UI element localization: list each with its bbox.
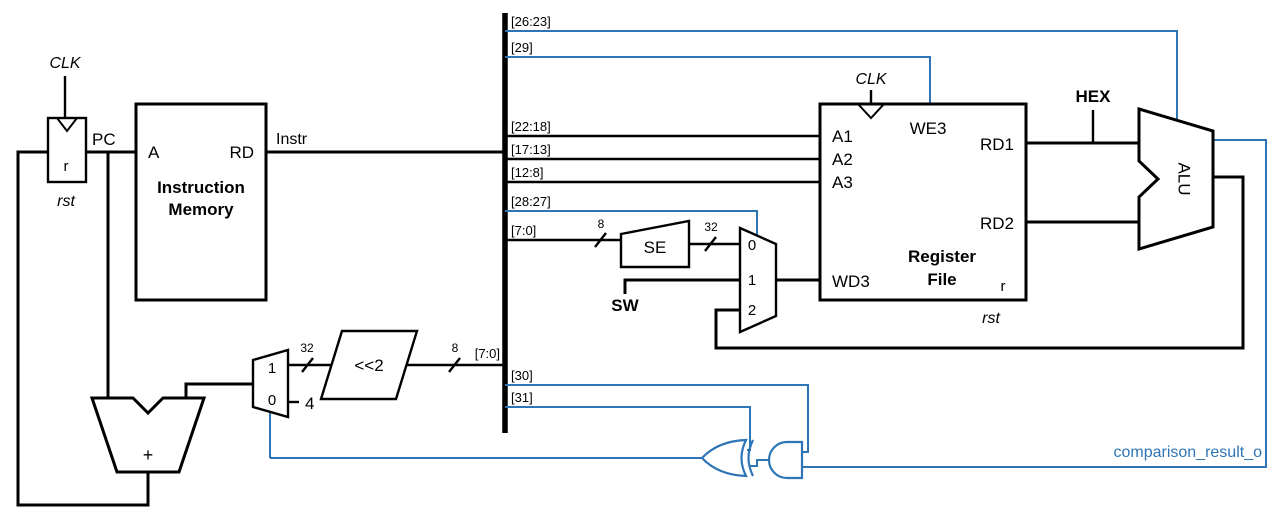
se-out-width: 32 (704, 220, 718, 234)
wire-pc-loop (16, 150, 150, 507)
pc-adder-shape (89, 396, 207, 474)
bus-width-slash-se-out (704, 236, 717, 252)
instr-label: Instr (276, 131, 308, 148)
wires (16, 13, 1267, 507)
wd3-mux-shape (738, 226, 778, 334)
slice-31-label: [31] (511, 390, 533, 405)
rst-label-pc: rst (57, 193, 75, 210)
xor-gate-input-arc (747, 439, 754, 477)
wire-slice-29 (505, 56, 931, 104)
shift-label: <<2 (354, 356, 383, 375)
bus-width-slash-se-in (594, 232, 607, 248)
alu-label: ALU (1175, 162, 1194, 195)
wire-alu-result-feedback (714, 175, 1245, 350)
sign-extender-box (619, 219, 691, 269)
hex-label: HEX (1076, 87, 1112, 106)
slice-26-23-label: [26:23] (511, 14, 551, 29)
wd3-mux-input2: 2 (748, 302, 756, 319)
imem-title-line1: Instruction (157, 178, 245, 197)
pc-r-label: r (64, 158, 69, 175)
wire-slice-31 (505, 406, 751, 451)
clock-triangle-icon-pc (54, 117, 80, 133)
slice-7-0-branch-label: [7:0] (475, 346, 500, 361)
wire-slice-30 (505, 384, 809, 453)
rf-port-wd3: WD3 (832, 272, 870, 291)
register-file-box (818, 102, 1028, 302)
slice-12-8-label: [12:8] (511, 165, 544, 180)
pc-mux-input0: 0 (268, 392, 276, 409)
slice-17-13-label: [17:13] (511, 142, 551, 157)
wd3-mux-input1: 1 (748, 272, 756, 289)
comparison-result-label: comparison_result_o (1113, 444, 1262, 461)
clock-triangle-icon-regfile (855, 103, 887, 120)
and-gate (767, 440, 804, 480)
imem-port-rd: RD (229, 143, 254, 162)
imem-title-line2: Memory (168, 200, 234, 219)
slice-29-label: [29] (511, 40, 533, 55)
pc-output-label: PC (92, 130, 116, 149)
rf-title-line2: File (927, 270, 956, 289)
se-in-width: 8 (598, 217, 605, 231)
bus-width-slash-shift-out (301, 357, 314, 373)
blocks (46, 102, 1215, 480)
rf-r-label: r (1001, 278, 1006, 295)
adder-plus-label: + (143, 445, 154, 465)
branch-shifter-shape (319, 329, 419, 401)
wire-pcmux-out (184, 382, 253, 398)
wire-and-to-xor (750, 459, 769, 467)
alu-shape (1137, 106, 1215, 252)
rf-port-a1: A1 (832, 127, 853, 146)
instruction-memory-box (134, 102, 268, 302)
rf-title-line1: Register (908, 247, 976, 266)
wd3-mux-input0: 0 (748, 237, 756, 254)
wire-sw (623, 278, 740, 294)
se-label: SE (644, 238, 667, 257)
rst-label-regfile: rst (982, 310, 1000, 327)
rf-port-a3: A3 (832, 173, 853, 192)
clk-label-regfile: CLK (855, 71, 887, 88)
pc-mux-const: 4 (305, 394, 314, 413)
pc-mux-shape (251, 348, 290, 419)
rf-port-rd2: RD2 (980, 214, 1014, 233)
bus-width-slash-shift-in (448, 357, 461, 373)
wire-comparison-result (802, 139, 1267, 468)
rf-port-rd1: RD1 (980, 135, 1014, 154)
shift-in-width: 8 (452, 341, 459, 355)
pc-mux-input1: 1 (268, 360, 276, 377)
rf-port-we3: WE3 (910, 119, 947, 138)
slice-22-18-label: [22:18] (511, 119, 551, 134)
slice-7-0-imm-label: [7:0] (511, 223, 536, 238)
xor-gate (700, 438, 748, 478)
slice-30-label: [30] (511, 368, 533, 383)
wire-slice-26-23 (505, 30, 1178, 120)
slice-28-27-label: [28:27] (511, 194, 551, 209)
labels: CLK r rst PC A RD Instruction Memory Ins… (49, 14, 1262, 465)
sw-label: SW (611, 296, 639, 315)
wire-slice-28-27 (505, 210, 758, 236)
clk-label-pc: CLK (49, 55, 81, 72)
rf-port-a2: A2 (832, 150, 853, 169)
imem-port-a: A (148, 143, 160, 162)
shift-out-width: 32 (300, 341, 314, 355)
